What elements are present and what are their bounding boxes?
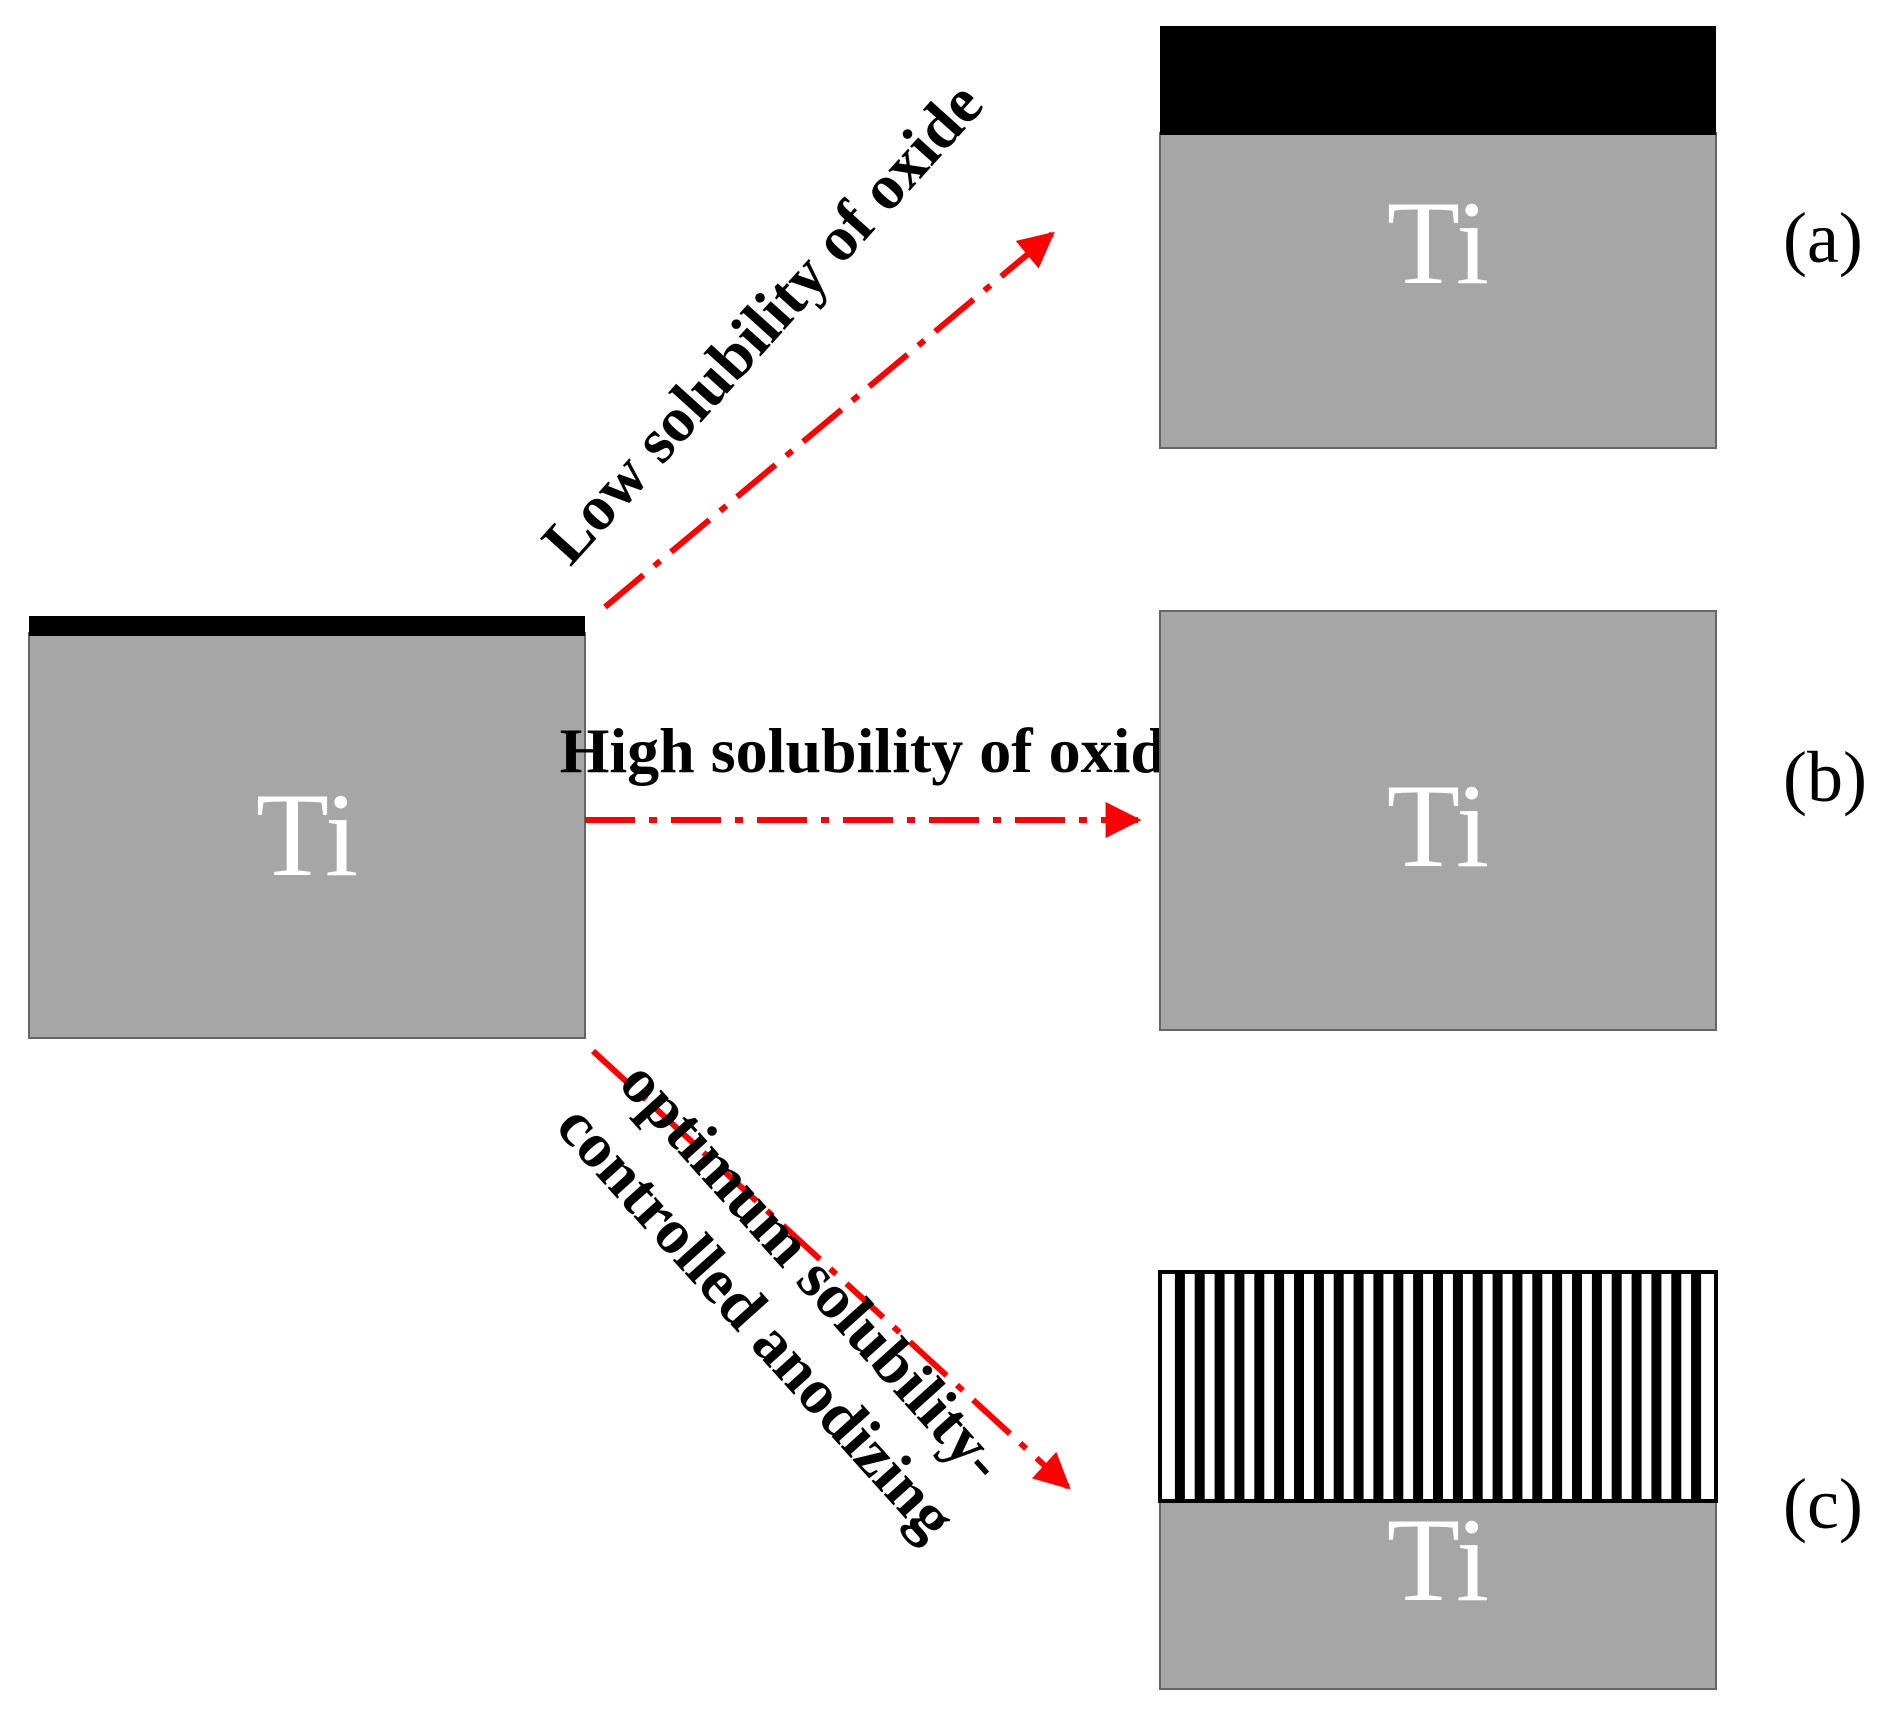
- nanotube-wall: [1353, 1272, 1364, 1501]
- panel-label-a: (a): [1783, 198, 1863, 278]
- nanotube-wall: [1294, 1272, 1304, 1501]
- source-ti-label: Ti: [256, 768, 358, 901]
- low-solubility-label: Low solubility of oxide: [528, 68, 996, 577]
- result-b-block: Ti: [1159, 610, 1717, 1031]
- source-ti-rect: [28, 632, 586, 1039]
- nanotube-wall: [1313, 1272, 1324, 1501]
- result-a-ti-label: Ti: [1387, 176, 1489, 309]
- nanotube-walls: [1174, 1272, 1702, 1501]
- nanotube-wall: [1651, 1272, 1662, 1501]
- nanotube-wall: [1512, 1272, 1523, 1501]
- nanotube-wall: [1333, 1272, 1344, 1501]
- nanotube-wall: [1254, 1272, 1265, 1501]
- nanotube-wall: [1532, 1272, 1543, 1501]
- nanotube-wall: [1234, 1272, 1245, 1501]
- result-a-oxide-layer: [1160, 26, 1716, 135]
- panel-label-b: (b): [1783, 737, 1867, 817]
- result-b-ti-rect: [1159, 610, 1717, 1031]
- result-b-ti-label: Ti: [1387, 759, 1489, 892]
- nanotube-wall: [1194, 1272, 1205, 1501]
- result-c-ti-label: Ti: [1387, 1493, 1489, 1626]
- nanotube-wall: [1552, 1272, 1563, 1501]
- nanotube-wall: [1671, 1272, 1682, 1501]
- arrow-to-c: [590, 1048, 1071, 1490]
- source-ti-block: Ti: [28, 616, 586, 1039]
- nanotube-wall: [1373, 1272, 1384, 1501]
- result-c-ti-rect: [1159, 1498, 1717, 1690]
- nanotube-wall: [1433, 1272, 1443, 1501]
- nanotube-wall: [1572, 1272, 1582, 1501]
- nanotube-wall: [1174, 1272, 1185, 1501]
- nanotube-wall: [1492, 1272, 1503, 1501]
- result-a-ti-rect: [1159, 132, 1717, 449]
- high-solubility-label: High solubility of oxide: [560, 715, 1195, 786]
- panel-label-c: (c): [1783, 1464, 1863, 1544]
- nanotube-wall: [1413, 1272, 1424, 1501]
- nanotube-wall: [1631, 1272, 1642, 1501]
- nanotube-wall: [1274, 1272, 1285, 1501]
- nanotube-wall: [1591, 1272, 1602, 1501]
- nanotube-wall: [1472, 1272, 1483, 1501]
- arrow-to-a: [603, 231, 1055, 610]
- nanotube-wall: [1214, 1272, 1225, 1501]
- source-oxide-film: [29, 616, 585, 636]
- nanotube-wall: [1691, 1272, 1702, 1501]
- nanotube-wall: [1452, 1272, 1463, 1501]
- optimum-solubility-label: optimum solubility- controlled anodizing: [543, 1047, 1019, 1553]
- nanotube-wall: [1611, 1272, 1622, 1501]
- result-a-block: Ti: [1159, 26, 1717, 449]
- result-c-block: Ti: [1158, 1270, 1718, 1690]
- nanotube-wall: [1393, 1272, 1404, 1501]
